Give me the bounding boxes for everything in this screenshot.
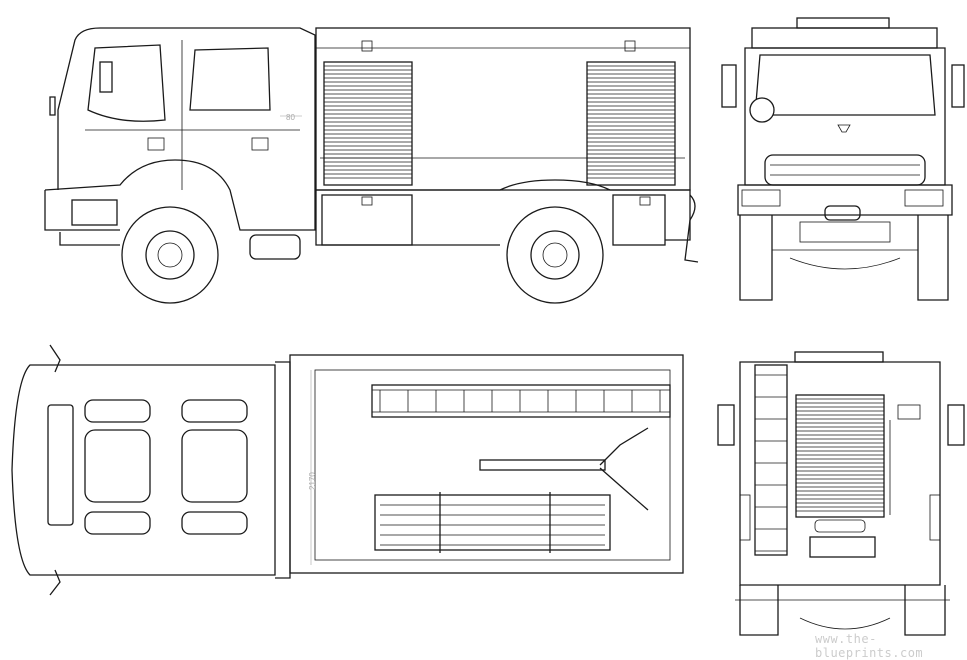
side-view: 80 xyxy=(44,27,884,512)
watermark: www.the-blueprints.com xyxy=(815,632,924,660)
top-view: 2170 xyxy=(11,344,684,596)
front-view xyxy=(721,17,965,301)
dimension-label-80: 80 xyxy=(286,113,295,122)
rear-view xyxy=(717,351,965,636)
dimension-label-2170: 2170 xyxy=(308,472,317,490)
